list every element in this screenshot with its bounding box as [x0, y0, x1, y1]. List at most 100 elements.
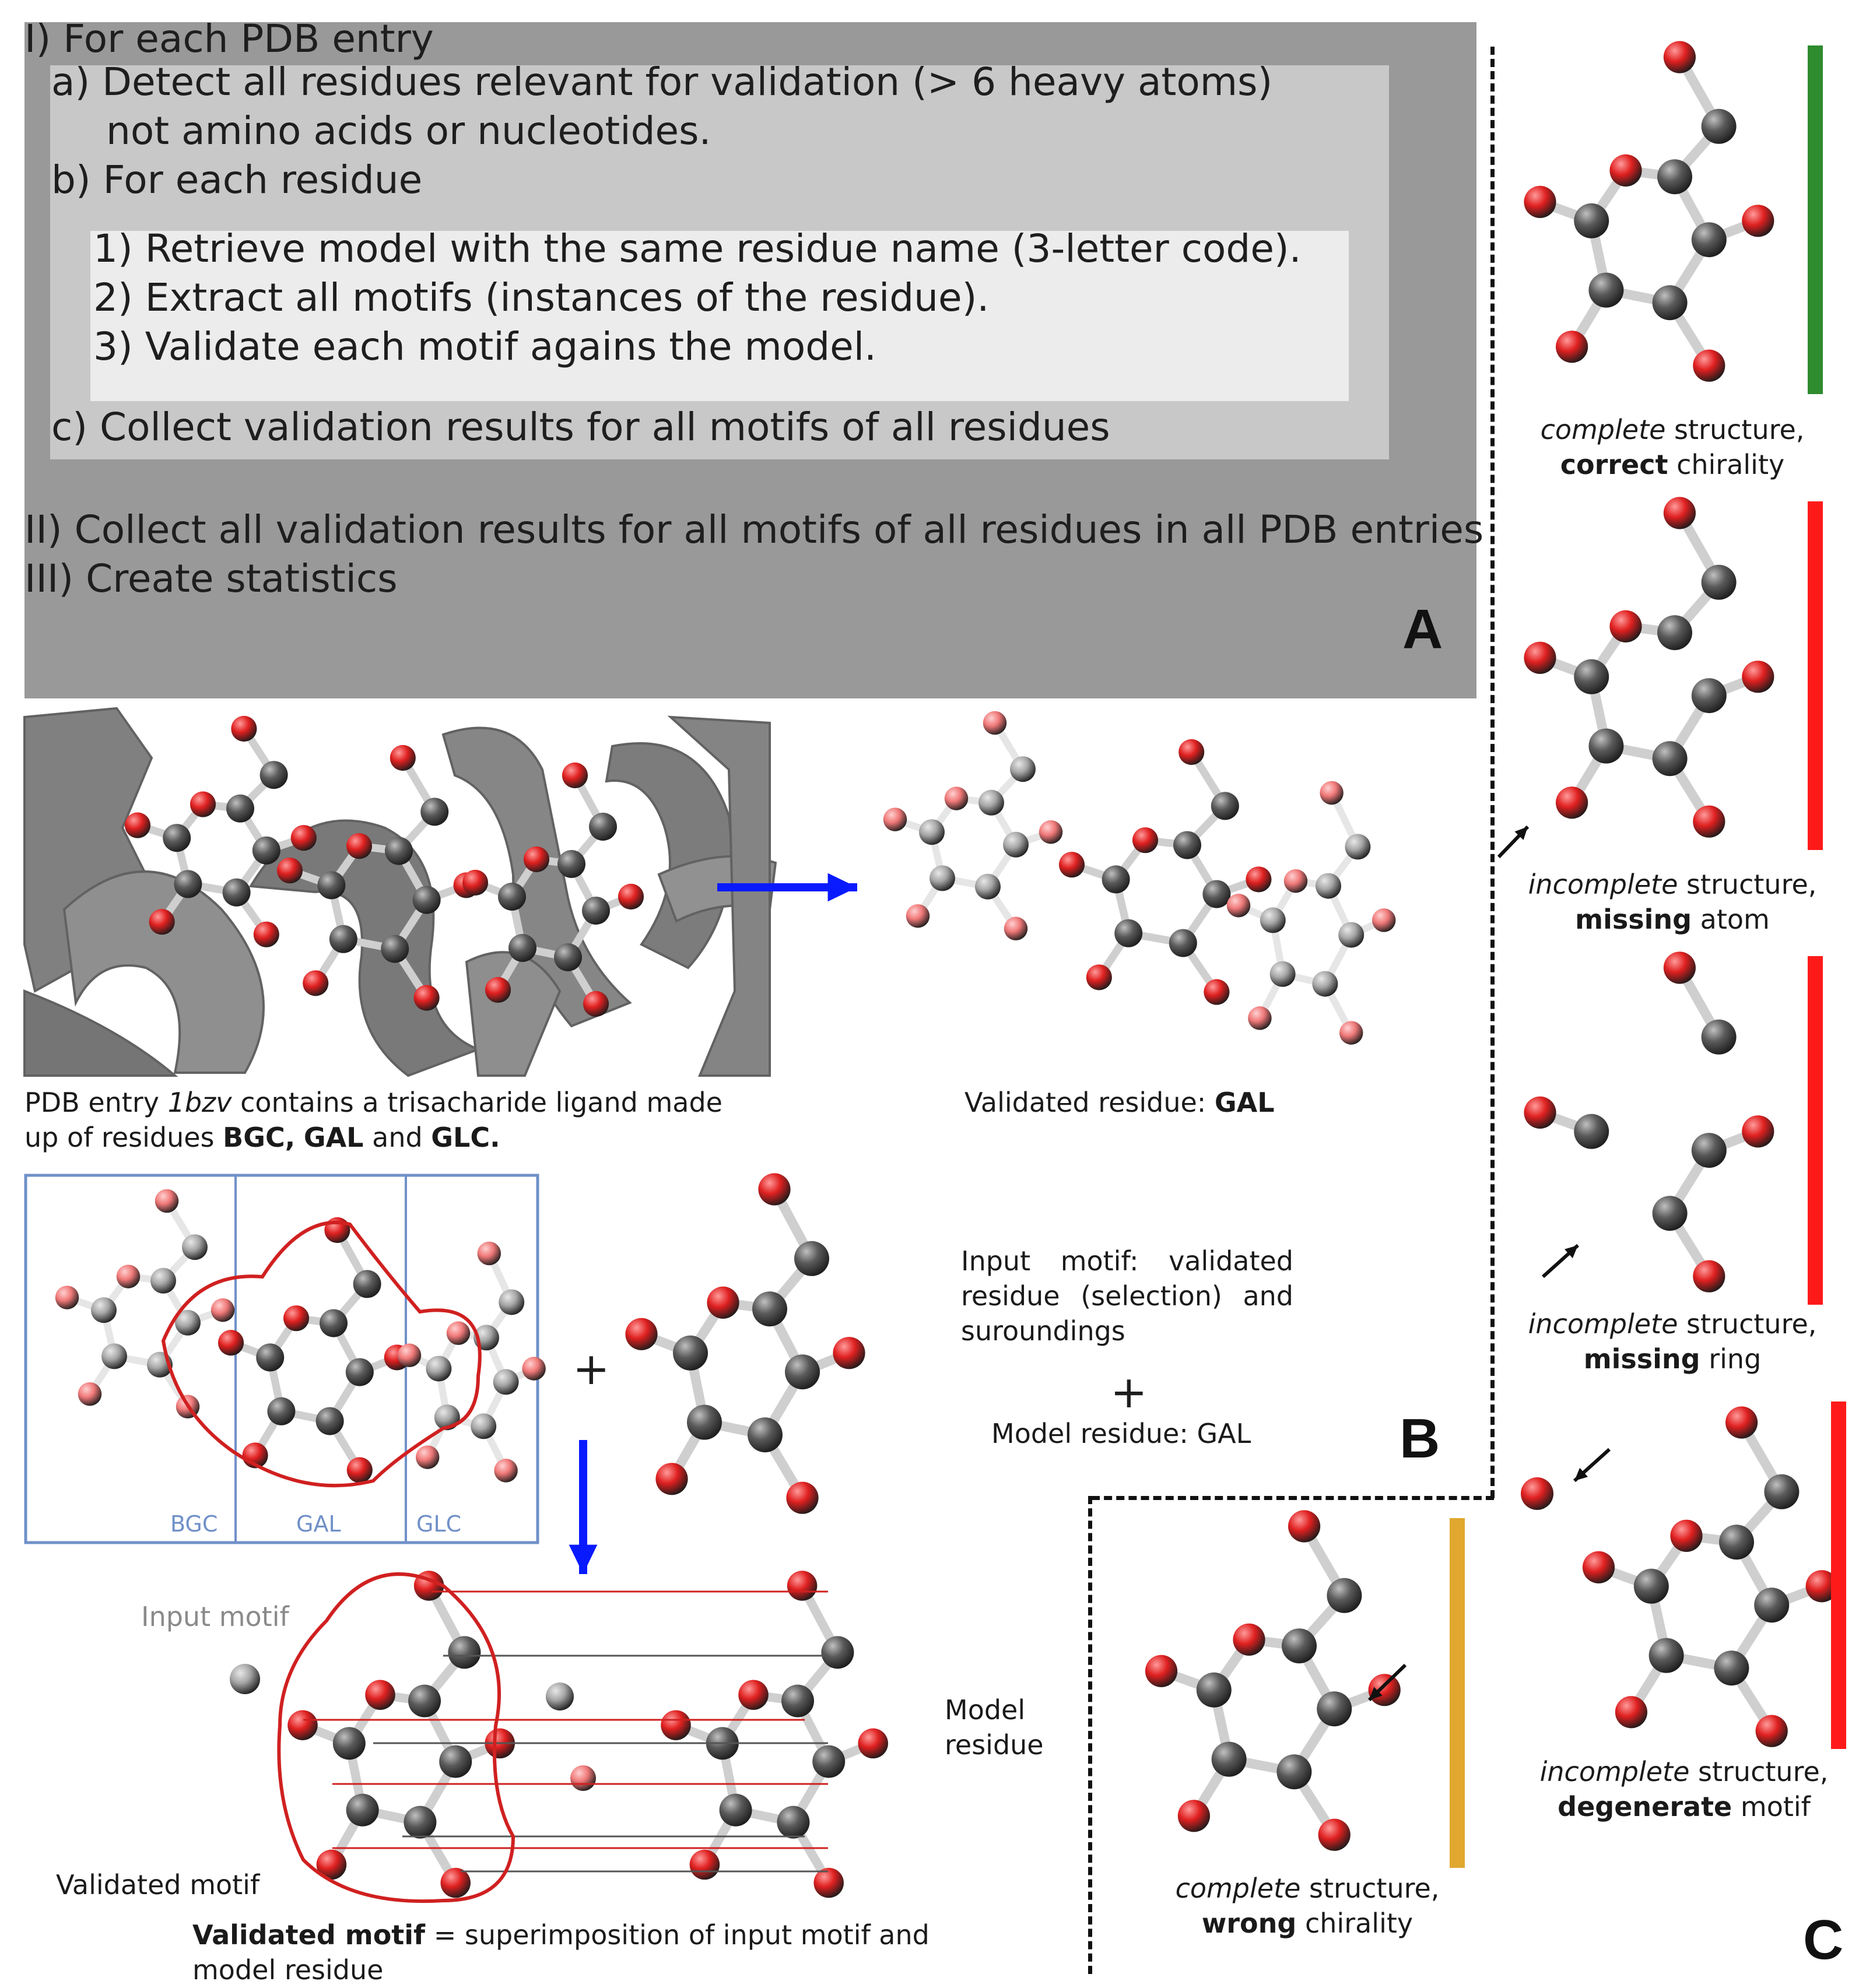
carbon-atom [1173, 831, 1201, 859]
divider-vertical-left [1088, 1496, 1092, 1974]
carbon-atom [557, 850, 585, 878]
carbon-atom [1269, 961, 1296, 987]
carbon-atom [1652, 285, 1688, 321]
carbon-atom [1312, 971, 1338, 997]
oxygen-atom [218, 1330, 244, 1356]
oxygen-atom [316, 1849, 347, 1880]
oxygen-atom [1670, 1519, 1703, 1552]
validated-residue-name: GAL [1214, 1087, 1275, 1118]
carbon-atom [582, 897, 610, 925]
carbon-atom [785, 1354, 820, 1390]
carbon-atom [919, 819, 945, 845]
carbon-atom [420, 798, 449, 826]
case-2-bold: missing [1575, 903, 1692, 935]
carbon-atom [408, 1684, 441, 1717]
oxygen-atom [124, 812, 151, 838]
carbon-atom [1327, 1578, 1362, 1613]
carbon-atom [353, 1270, 381, 1298]
oxygen-atom [116, 1265, 141, 1288]
pdb-caption-part2: contains a trisacharide ligand made [240, 1087, 722, 1118]
case-4-bold: degenerate [1558, 1790, 1732, 1822]
oxygen-atom [523, 846, 550, 873]
missing-atom-arrow-head [1514, 827, 1528, 840]
divider-horizontal [1092, 1496, 1494, 1500]
oxygen-atom [1556, 331, 1588, 363]
carbon-atom [404, 1806, 437, 1839]
case-5-post: chirality [1296, 1907, 1413, 1939]
carbon-atom [1701, 564, 1737, 600]
oxygen-atom [1755, 1715, 1788, 1747]
oxygen-atom [149, 909, 175, 935]
oxygen-atom [1582, 1551, 1615, 1583]
box-label-glc: GLC [416, 1511, 462, 1537]
carbon-atom [448, 1636, 481, 1669]
oxygen-atom [1556, 786, 1588, 819]
oxygen-atom [1086, 964, 1112, 991]
carbon-atom [1211, 1741, 1247, 1777]
oxygen-atom [906, 904, 930, 928]
oxygen-atom [1283, 869, 1308, 893]
oxygen-atom [1233, 1623, 1265, 1656]
oxygen-atom [1226, 893, 1251, 918]
pdb-caption: PDB entry 1bzv contains a trisacharide l… [24, 1086, 722, 1155]
oxygen-atom [446, 1321, 471, 1346]
carbon-atom [978, 789, 1004, 816]
carbon-atom [259, 761, 288, 789]
case-5-mid: structure, [1300, 1873, 1440, 1904]
lone-oxygen-atom [1521, 1477, 1553, 1510]
oxygen-atom [1058, 852, 1085, 878]
carbon-atom [1202, 880, 1231, 908]
oxygen-atom [689, 1849, 720, 1880]
case-4-mid: structure, [1689, 1756, 1829, 1787]
oxygen-atom [1177, 1800, 1210, 1832]
oxygen-atom [303, 970, 329, 996]
residue-bgc: BGC, [223, 1121, 296, 1153]
residue-gal: GAL [303, 1121, 364, 1153]
carbon-atom [554, 943, 582, 971]
oxygen-atom [346, 1457, 373, 1483]
case-3-post: ring [1700, 1343, 1762, 1375]
blue-arrow-down-head [569, 1544, 598, 1574]
carbon-atom [1701, 1019, 1737, 1055]
case-3-mid: structure, [1678, 1308, 1817, 1340]
carbon-atom [493, 1369, 519, 1395]
carbon-atom [1574, 659, 1609, 694]
carbon-atom [821, 1636, 854, 1669]
carbon-atom [748, 1417, 783, 1453]
model-residue-label: Model residue [945, 1693, 1044, 1763]
oxygen-atom [1693, 805, 1725, 838]
faded-carbon-atom [230, 1664, 260, 1694]
carbon-atom [752, 1291, 787, 1327]
selection-outline [161, 1220, 482, 1488]
oxygen-atom [1372, 908, 1396, 932]
degenerate-arrow-head [1574, 1467, 1588, 1481]
oxygen-atom [494, 1459, 518, 1483]
oxygen-atom [1693, 349, 1725, 382]
oxygen-atom [1039, 820, 1063, 844]
carbon-atom [252, 836, 280, 865]
carbon-atom [1691, 222, 1727, 258]
carbon-atom [256, 1343, 285, 1372]
oxygen-atom [211, 1298, 235, 1322]
oxygen-atom [397, 1343, 422, 1368]
carbon-atom [1764, 1474, 1800, 1509]
oxygen-atom [944, 786, 969, 810]
carbon-atom [222, 878, 251, 907]
divider-vertical-right [1490, 47, 1495, 1498]
oxygen-atom [1288, 1510, 1321, 1543]
step-1c: c) Collect validation results for all mo… [51, 405, 1110, 449]
carbon-atom [812, 1745, 846, 1778]
carbon-atom [1102, 865, 1130, 894]
oxygen-atom [413, 985, 440, 1011]
carbon-atom [412, 886, 441, 914]
oxygen-atom [1663, 951, 1696, 984]
plus-sign-right: + [1110, 1366, 1148, 1418]
oxygen-atom [625, 1318, 658, 1350]
carbon-atom [150, 1267, 176, 1294]
oxygen-atom [1368, 1674, 1401, 1706]
model-residue-label-line1: Model [945, 1694, 1026, 1726]
carbon-atom [781, 1684, 814, 1717]
oxygen-atom [1524, 185, 1556, 218]
oxygen-atom [1320, 781, 1344, 805]
case-caption-1: complete structure, correct chirality [1509, 413, 1836, 483]
